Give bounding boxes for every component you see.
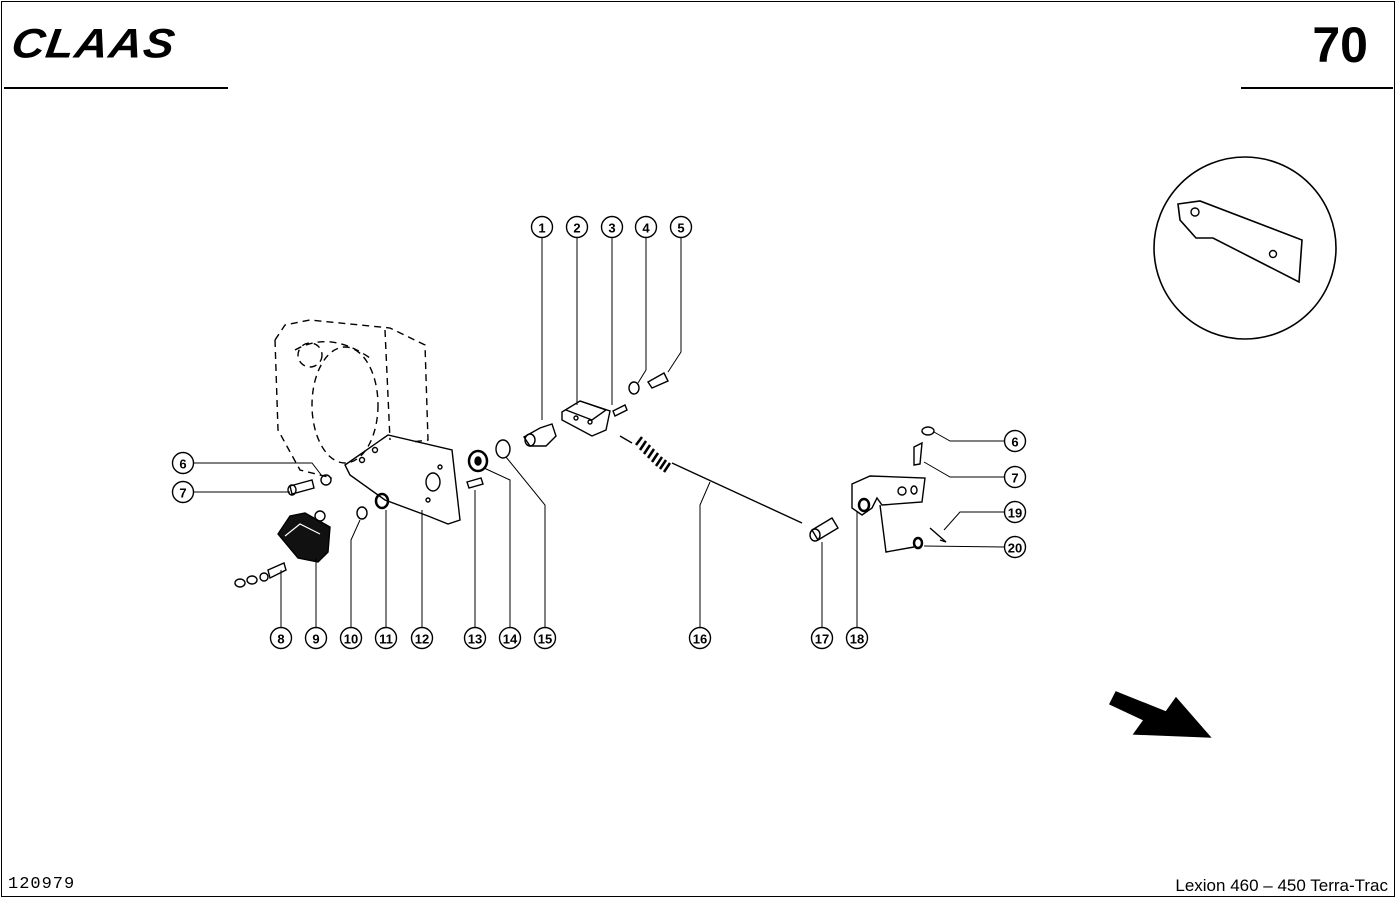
part-15-ring [495, 439, 511, 459]
callout-6-right: 6 [1011, 435, 1018, 450]
part-6-washer-right [921, 426, 935, 436]
part-19-clip [929, 527, 947, 543]
model-name: Lexion 460 – 450 Terra-Trac [1175, 876, 1388, 895]
part-18-nut [857, 497, 871, 513]
callout-2: 2 [573, 221, 580, 236]
part-7-bolt-left [287, 479, 315, 496]
callout-16: 16 [693, 632, 707, 647]
part-9-sensor [277, 510, 331, 563]
part-5-bolt [646, 372, 669, 389]
callout-6-left: 6 [179, 457, 186, 472]
part-2-block [561, 400, 611, 437]
part-8-fasteners [234, 562, 287, 588]
direction-arrow [1109, 691, 1212, 738]
locator-inset [1153, 156, 1337, 340]
callout-7-right: 7 [1011, 471, 1018, 486]
part-12-plate [344, 434, 461, 525]
callout-7-left: 7 [179, 486, 186, 501]
part-17-pin [809, 517, 839, 542]
part-6-washer-left [320, 474, 332, 486]
callout-15: 15 [538, 632, 552, 647]
housing-outline [274, 319, 429, 479]
callout-18: 18 [850, 632, 864, 647]
callout-10: 10 [344, 632, 358, 647]
part-4-washer [628, 381, 640, 395]
document-number: 120979 [8, 875, 76, 894]
callout-13: 13 [468, 632, 482, 647]
callout-8: 8 [277, 632, 284, 647]
callout-circles: 1 2 3 4 5 6 7 6 7 8 9 10 11 12 13 14 15 … [171, 215, 1027, 650]
part-7-bolt-right [913, 441, 923, 466]
callout-5: 5 [677, 221, 684, 236]
callout-4: 4 [642, 221, 650, 236]
callout-14: 14 [503, 632, 518, 647]
part-14-bearing [467, 449, 489, 473]
callout-20: 20 [1008, 541, 1022, 556]
part-16-spring-rod [619, 435, 803, 524]
callout-1: 1 [538, 221, 545, 236]
callout-19: 19 [1008, 506, 1022, 521]
page-number-underline [1241, 87, 1393, 89]
callout-17: 17 [815, 632, 829, 647]
part-13-pin [466, 477, 484, 489]
leader-lines [194, 237, 1005, 628]
logo-underline [4, 87, 228, 89]
part-20-washer [912, 536, 924, 550]
callout-3: 3 [608, 221, 615, 236]
callout-11: 11 [379, 632, 393, 647]
callout-9: 9 [312, 632, 319, 647]
page-number: 70 [1312, 17, 1368, 73]
part-11-nut [374, 492, 390, 510]
part-1-cam [522, 423, 557, 447]
right-bracket [851, 475, 926, 553]
part-10-ring [356, 506, 368, 520]
callout-12: 12 [415, 632, 429, 647]
part-3-pin [612, 404, 628, 417]
